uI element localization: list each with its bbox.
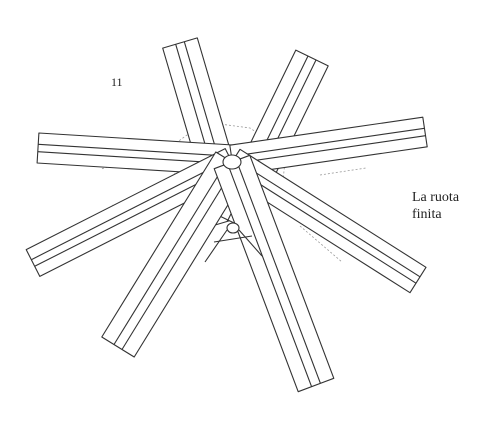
wheel-hubs [204, 154, 263, 263]
arm-fold-line [121, 164, 237, 350]
arm-fold-line [233, 158, 421, 278]
arm-fold-line [231, 127, 425, 157]
wheel-arms [25, 37, 428, 393]
arm-fold-line [232, 135, 426, 165]
wheel-arm [101, 151, 249, 358]
caption-line-2: finita [412, 207, 442, 222]
step-number: 11 [111, 75, 123, 89]
arm-fold-line [227, 163, 313, 387]
lower-hub [226, 222, 240, 234]
upper-hub [222, 154, 242, 170]
arm-fold-line [38, 143, 233, 157]
arm-fold-line [235, 160, 321, 384]
diagram-caption: La ruota finita [412, 189, 459, 223]
arm-fold-line [31, 158, 231, 261]
hub-fold [204, 229, 228, 263]
hub-fold [238, 229, 263, 257]
arm-fold-line [113, 159, 229, 345]
caption-line-1: La ruota [412, 190, 460, 205]
